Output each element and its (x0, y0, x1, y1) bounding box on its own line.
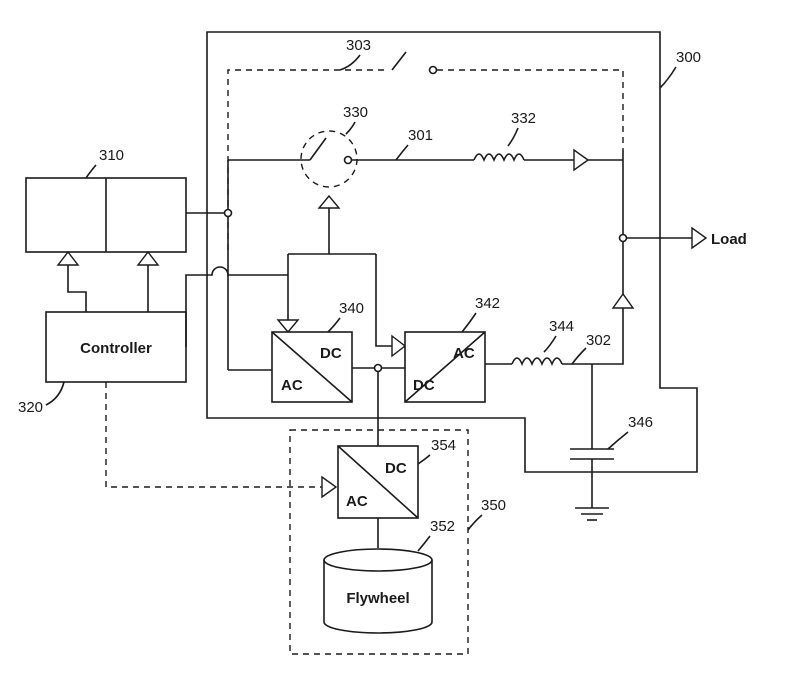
ref-320: 320 (18, 399, 43, 416)
ref-302: 302 (586, 332, 611, 349)
ref-346: 346 (628, 414, 653, 431)
flywheel-subsystem-350 (289, 429, 469, 655)
leader-332 (507, 127, 519, 147)
controller-signal-line (185, 266, 288, 347)
converter-354-diag (337, 445, 419, 519)
converter-342-ac: AC (453, 345, 475, 362)
leader-344 (543, 335, 557, 353)
ref-303: 303 (346, 37, 371, 54)
ref-350: 350 (481, 497, 506, 514)
static-switch-330 (300, 130, 358, 188)
ref-301: 301 (408, 127, 433, 144)
leader-350 (467, 514, 483, 531)
ctrl-to-310-left (67, 265, 87, 312)
leader-352 (417, 535, 431, 552)
arrow-310-right (136, 250, 160, 266)
load-label: Load (711, 231, 747, 248)
leader-310 (85, 164, 97, 179)
load-node (618, 233, 628, 243)
ref-330: 330 (343, 104, 368, 121)
controller-dashed-line (105, 382, 322, 488)
line-302-b (562, 308, 624, 365)
leader-303 (339, 54, 361, 71)
leader-342 (461, 312, 477, 333)
ref-332: 332 (511, 110, 536, 127)
converter-342-dc: DC (413, 377, 435, 394)
switch-303-blade (391, 51, 407, 71)
ref-300: 300 (676, 49, 701, 66)
ctrl-bus-342 (375, 254, 392, 347)
converter-340-ac: AC (281, 377, 303, 394)
switch-303-contact (428, 65, 438, 75)
converter-354-ac: AC (346, 493, 368, 510)
diode-arrow-301 (573, 148, 590, 172)
flywheel-label: Flywheel (346, 590, 409, 607)
inductor-332 (473, 153, 525, 163)
converter-342-diag (404, 331, 486, 403)
dc-link-node (373, 363, 383, 373)
converter-340-diag (271, 331, 353, 403)
switch-330-blade (309, 137, 327, 161)
flywheel-cylinder-top (323, 559, 433, 572)
leader-330 (345, 121, 356, 135)
ref-344: 344 (549, 318, 574, 335)
ref-340: 340 (339, 300, 364, 317)
leader-354 (417, 454, 431, 465)
controller-block (45, 311, 187, 383)
arrow-342 (391, 334, 407, 358)
input-node (223, 208, 233, 218)
controller-label: Controller (80, 340, 152, 357)
ref-352: 352 (430, 518, 455, 535)
load-arrow (691, 226, 708, 250)
leader-300 (659, 66, 677, 89)
arrow-302 (611, 292, 635, 309)
leader-302 (571, 347, 587, 365)
switch-330-contact (343, 155, 353, 165)
leader-320 (45, 381, 65, 406)
arrow-340 (276, 319, 300, 334)
ref-310: 310 (99, 147, 124, 164)
converter-340-dc: DC (320, 345, 342, 362)
leader-346 (607, 431, 629, 450)
inductor-344 (511, 357, 563, 367)
converter-354-dc: DC (385, 460, 407, 477)
ref-354: 354 (431, 437, 456, 454)
arrow-330 (317, 194, 341, 209)
arrow-354 (321, 475, 338, 499)
leader-340 (327, 317, 341, 333)
outer-frame-300 (206, 31, 698, 473)
ref-342: 342 (475, 295, 500, 312)
arrow-310-left (56, 250, 80, 266)
leader-301 (395, 144, 409, 161)
